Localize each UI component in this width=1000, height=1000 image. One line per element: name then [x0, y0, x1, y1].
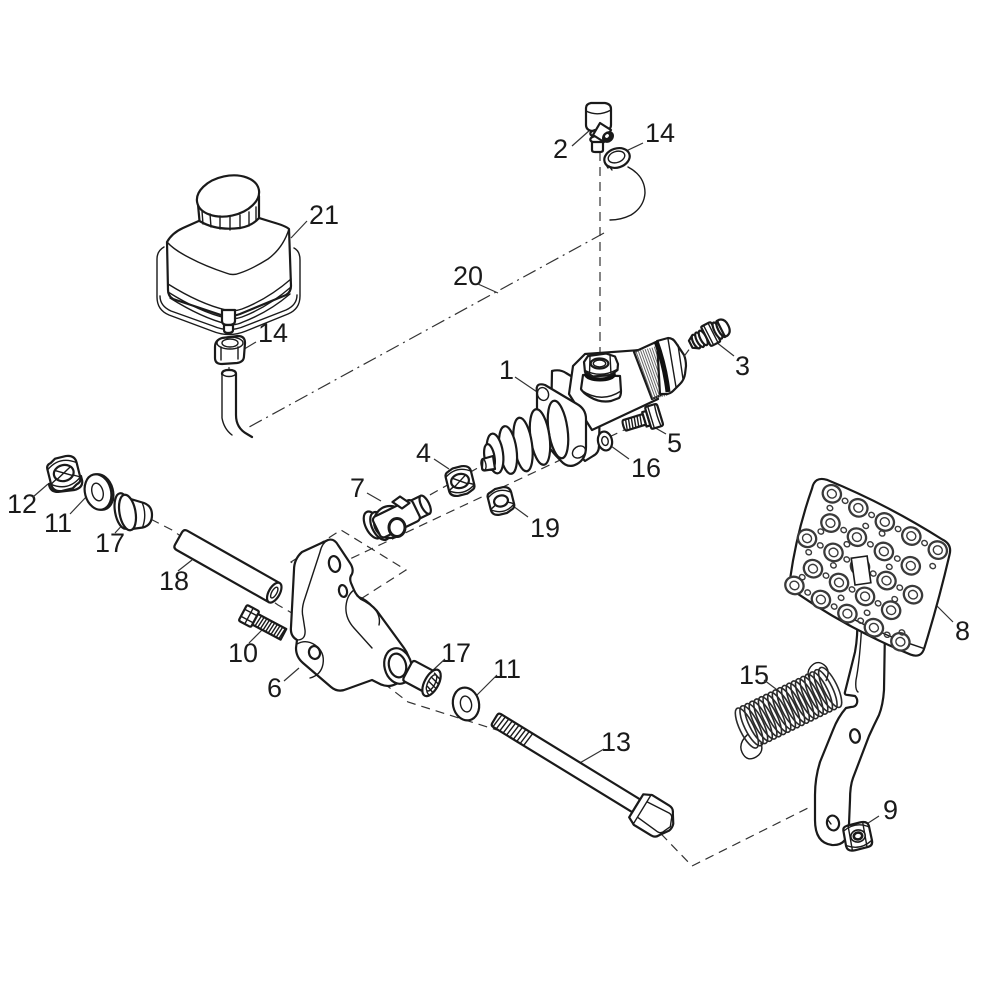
svg-text:17: 17: [441, 638, 471, 668]
svg-text:5: 5: [667, 428, 682, 458]
svg-text:18: 18: [159, 566, 189, 596]
svg-text:11: 11: [44, 508, 72, 538]
svg-text:7: 7: [350, 473, 365, 503]
svg-text:14: 14: [645, 118, 675, 148]
svg-text:11: 11: [493, 654, 521, 684]
svg-text:8: 8: [955, 616, 970, 646]
svg-text:14: 14: [258, 318, 288, 348]
svg-text:9: 9: [883, 795, 898, 825]
svg-text:6: 6: [267, 673, 282, 703]
svg-text:13: 13: [601, 727, 631, 757]
svg-text:21: 21: [309, 200, 339, 230]
svg-text:2: 2: [553, 134, 568, 164]
svg-text:1: 1: [499, 355, 514, 385]
svg-text:4: 4: [416, 438, 431, 468]
svg-text:19: 19: [530, 513, 560, 543]
svg-text:3: 3: [735, 351, 750, 381]
svg-text:17: 17: [95, 528, 125, 558]
svg-text:12: 12: [7, 489, 37, 519]
svg-text:15: 15: [739, 660, 769, 690]
svg-text:16: 16: [631, 453, 661, 483]
svg-text:10: 10: [228, 638, 258, 668]
svg-text:20: 20: [453, 261, 483, 291]
